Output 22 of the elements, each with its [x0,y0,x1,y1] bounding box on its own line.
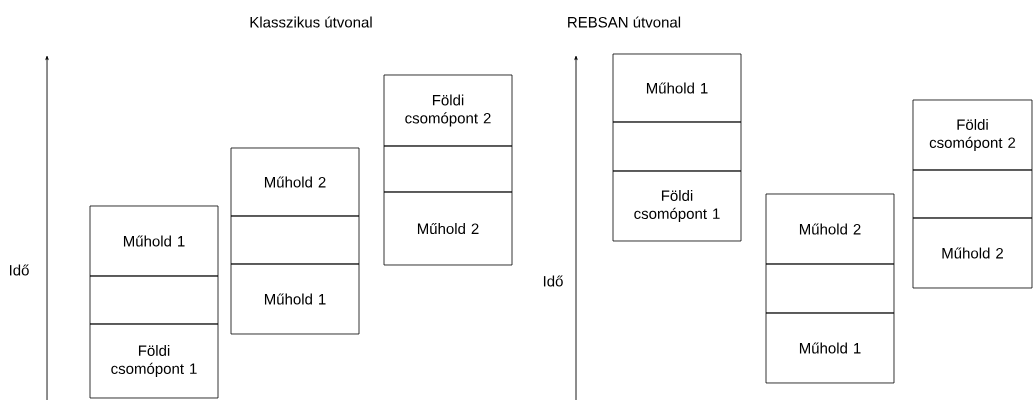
empty-slot-box [912,169,1033,219]
time-slot-box: Műhold 1 [89,205,219,277]
empty-slot-box [765,263,895,314]
time-slot-box: Földi csomópont 2 [912,99,1033,171]
title: Klasszikus útvonal [250,16,372,28]
time-slot-box: Műhold 2 [912,217,1033,289]
empty-slot-box [612,121,742,172]
time-slot-box: Műhold 2 [383,191,513,266]
axis-label: Idő [543,275,563,287]
empty-slot-box [89,275,219,325]
time-slot-box: Földi csomópont 2 [383,74,513,147]
title: REBSAN útvonal [568,16,681,28]
axis-label: Idő [9,264,29,276]
empty-slot-box [383,145,513,193]
time-slot-box: Műhold 2 [765,193,895,265]
empty-slot-box [230,215,360,265]
time-slot-box: Műhold 1 [612,53,742,123]
time-slot-box: Műhold 2 [230,147,360,217]
time-slot-box: Műhold 1 [230,263,360,335]
time-slot-box: Műhold 1 [765,312,895,384]
time-slot-box: Földi csomópont 1 [89,323,219,399]
time-slot-box: Földi csomópont 1 [612,170,742,242]
